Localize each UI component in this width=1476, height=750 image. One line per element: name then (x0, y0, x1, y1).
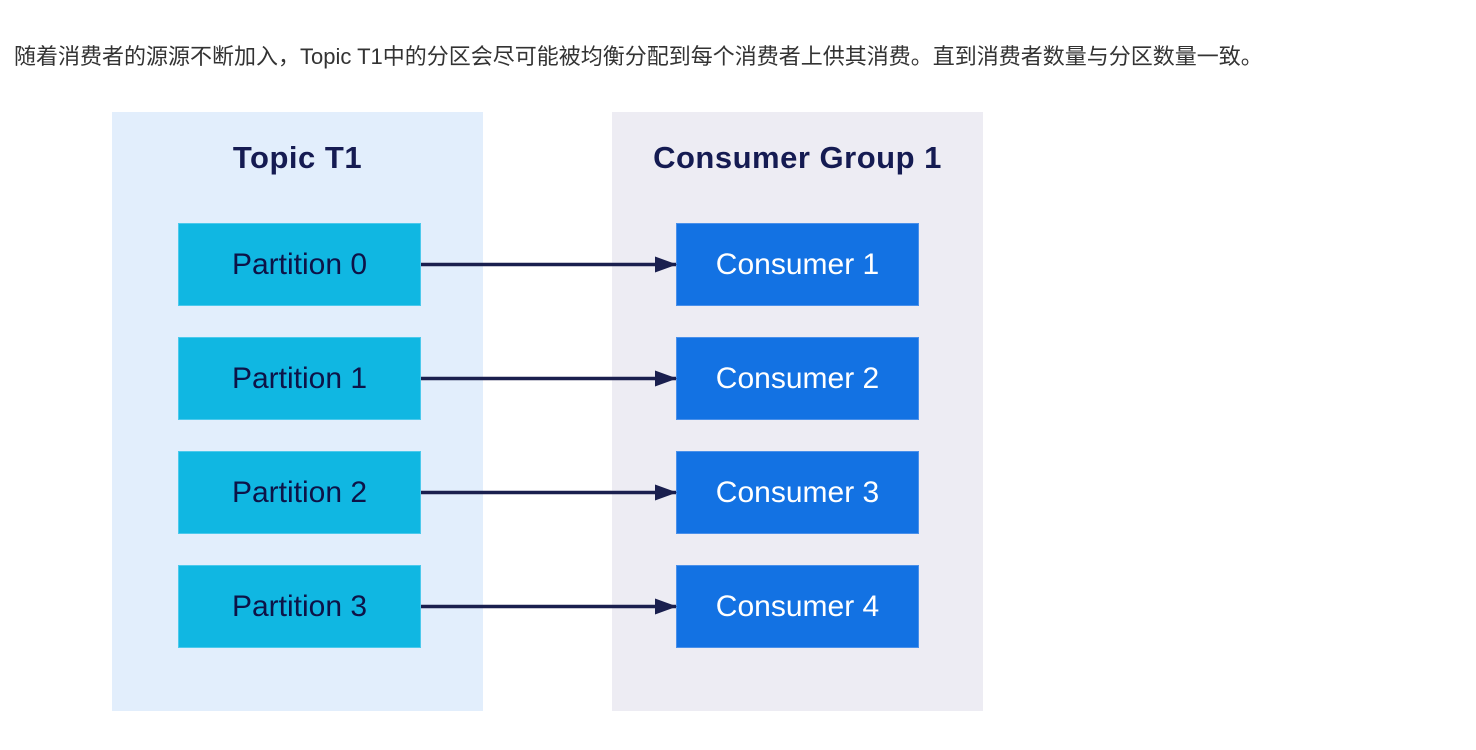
partition-box-3: Partition 3 (178, 565, 421, 648)
consumer-group-panel-title: Consumer Group 1 (653, 140, 942, 175)
topic-panel-title: Topic T1 (232, 140, 363, 175)
consumer-box-2: Consumer 3 (676, 451, 919, 534)
consumer-box-0: Consumer 1 (676, 223, 919, 306)
consumer-box-3: Consumer 4 (676, 565, 919, 648)
partition-box-0: Partition 0 (178, 223, 421, 306)
topic-panel: Topic T1 Partition 0 Partition 1 Partiti… (112, 112, 483, 711)
intro-text: 随着消费者的源源不断加入，Topic T1中的分区会尽可能被均衡分配到每个消费者… (14, 44, 1263, 69)
consumer-group-panel: Consumer Group 1 Consumer 1 Consumer 2 C… (612, 112, 983, 711)
consumer-box-1: Consumer 2 (676, 337, 919, 420)
partition-box-1: Partition 1 (178, 337, 421, 420)
partition-box-2: Partition 2 (178, 451, 421, 534)
